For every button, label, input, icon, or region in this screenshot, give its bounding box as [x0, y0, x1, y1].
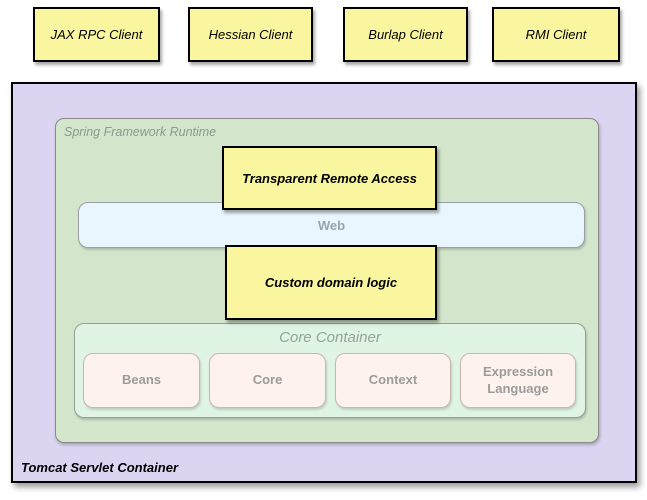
core-container-title: Core Container — [279, 329, 381, 346]
client-label-hessian: Hessian Client — [208, 27, 293, 42]
custom-domain-logic-label: Custom domain logic — [264, 275, 398, 290]
transparent-remote-access-label: Transparent Remote Access — [242, 170, 417, 186]
web-layer-label: Web — [317, 217, 346, 233]
client-label-rmi: RMI Client — [525, 27, 587, 42]
module-box-beans: Beans — [83, 353, 200, 408]
client-box-hessian: Hessian Client — [188, 7, 313, 62]
module-label-context: Context — [368, 372, 418, 388]
module-label-core: Core — [252, 372, 283, 388]
module-label-expression-language: Expression Language — [482, 364, 554, 396]
module-box-core: Core — [209, 353, 326, 408]
client-box-jax-rpc: JAX RPC Client — [33, 7, 160, 62]
custom-domain-logic-box: Custom domain logic — [225, 245, 437, 320]
tomcat-servlet-container-label: Tomcat Servlet Container — [21, 460, 179, 475]
spring-framework-runtime-label: Spring Framework Runtime — [64, 125, 217, 139]
module-box-context: Context — [335, 353, 451, 408]
core-container: Core Container Beans Core Context Expres… — [74, 323, 586, 418]
module-box-expression-language: Expression Language — [460, 353, 576, 408]
module-label-beans: Beans — [121, 372, 162, 388]
client-box-burlap: Burlap Client — [343, 7, 468, 62]
spring-framework-runtime: Spring Framework Runtime Transparent Rem… — [55, 118, 599, 443]
client-label-burlap: Burlap Client — [368, 27, 443, 42]
client-box-rmi: RMI Client — [492, 7, 620, 62]
tomcat-servlet-container: Spring Framework Runtime Transparent Rem… — [11, 82, 637, 483]
client-label-jax-rpc: JAX RPC Client — [50, 27, 143, 42]
transparent-remote-access-box: Transparent Remote Access — [222, 146, 437, 210]
